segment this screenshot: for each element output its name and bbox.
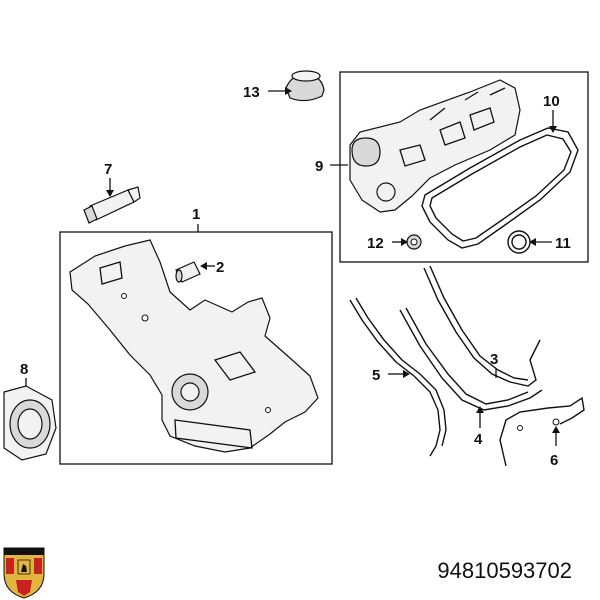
- valve-cover: [349, 79, 521, 213]
- callout-8: 8: [20, 361, 28, 378]
- oil-filler-cap: [285, 70, 325, 102]
- callout-7: 7: [104, 161, 112, 178]
- timing-cover-gasket-upper: [423, 265, 541, 387]
- sealant-tube: [83, 186, 141, 224]
- callout-4: 4: [474, 431, 483, 448]
- seal-ring: [406, 234, 422, 250]
- callout-12: 12: [367, 235, 384, 252]
- crankshaft-seal: [3, 385, 57, 461]
- bracket-gasket: [499, 396, 585, 467]
- valve-cover-group-box: [339, 71, 589, 263]
- callout-9: 9: [315, 158, 323, 175]
- callout-2: 2: [216, 259, 224, 276]
- callout-3: 3: [490, 351, 498, 368]
- timing-cover: [69, 239, 319, 453]
- callout-1: 1: [192, 206, 200, 223]
- callout-10: 10: [543, 93, 560, 110]
- timing-cover-gasket-lower: [399, 307, 543, 411]
- part-number-label: 94810593702: [437, 558, 572, 583]
- gasket-ring: [507, 230, 531, 254]
- dowel-pin: [175, 261, 201, 283]
- callout-6: 6: [550, 452, 558, 469]
- porsche-crest-logo: [3, 547, 45, 599]
- timing-cover-gasket-left: [349, 297, 447, 457]
- valve-cover-gasket: [421, 127, 579, 249]
- timing-cover-group-box: [59, 231, 333, 465]
- callout-13: 13: [243, 84, 260, 101]
- callout-5: 5: [372, 367, 380, 384]
- callout-11: 11: [555, 235, 571, 252]
